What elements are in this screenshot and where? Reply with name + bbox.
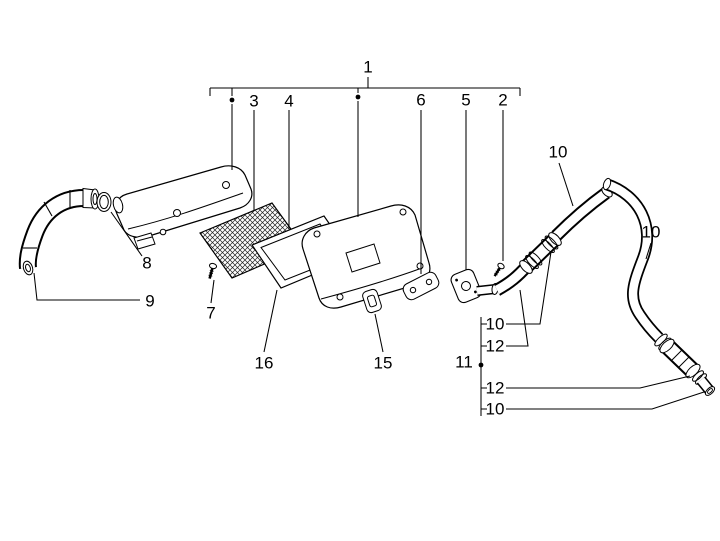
upper-hose-assembly bbox=[493, 186, 613, 296]
reference-dots bbox=[229, 94, 484, 368]
long-hose bbox=[602, 177, 664, 343]
part-label-1: 1 bbox=[363, 57, 373, 77]
part-label-7: 7 bbox=[206, 303, 216, 323]
part-label-4: 4 bbox=[284, 91, 294, 111]
airbox-housing bbox=[301, 204, 431, 309]
part-label-3: 3 bbox=[249, 91, 259, 111]
part-label-8: 8 bbox=[142, 253, 152, 273]
part-label-12-a: 12 bbox=[485, 336, 505, 356]
part-label-10-a: 10 bbox=[485, 314, 505, 334]
part-label-10-top: 10 bbox=[548, 142, 568, 162]
part-label-6: 6 bbox=[416, 90, 426, 110]
part-label-2: 2 bbox=[498, 90, 508, 110]
outlet-fitting-assembly bbox=[654, 333, 716, 396]
part-label-9: 9 bbox=[145, 291, 155, 311]
airbox-cover bbox=[112, 165, 253, 250]
grommet bbox=[362, 288, 382, 314]
part-label-15: 15 bbox=[373, 353, 393, 373]
part-label-10-right: 10 bbox=[641, 222, 661, 242]
intake-hose bbox=[18, 187, 100, 276]
part-label-12-b: 12 bbox=[485, 378, 505, 398]
cover-screw bbox=[208, 262, 218, 279]
part-label-10-b: 10 bbox=[485, 399, 505, 419]
part-label-11: 11 bbox=[455, 352, 473, 372]
leader-lines bbox=[33, 77, 705, 416]
part-label-5: 5 bbox=[461, 90, 471, 110]
clamp-ring bbox=[96, 192, 112, 212]
air-valve bbox=[450, 268, 499, 304]
part-label-16: 16 bbox=[254, 353, 274, 373]
bracket-plate bbox=[402, 271, 440, 301]
